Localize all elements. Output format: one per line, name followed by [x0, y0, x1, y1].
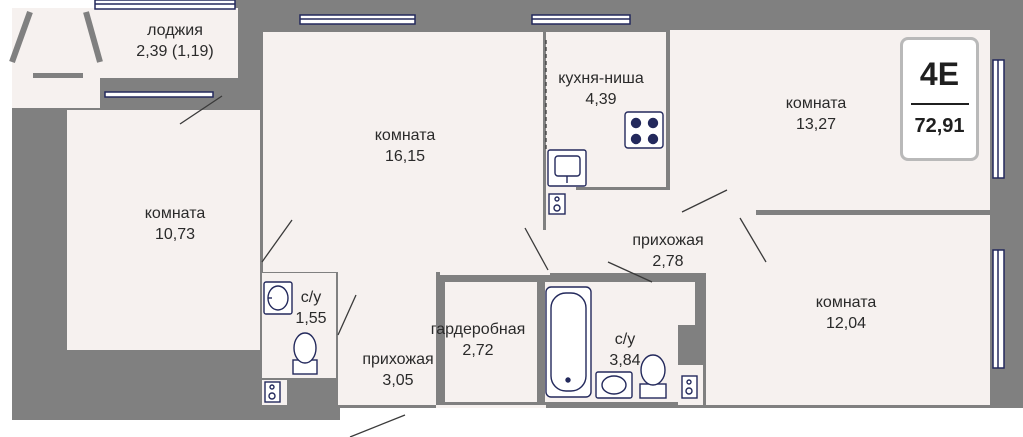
room-label-kitchen: кухня-ниша 4,39 [558, 70, 644, 108]
wardrobe-floor [445, 282, 537, 402]
room-label-room4: комната 12,04 [815, 294, 877, 332]
door [524, 227, 549, 271]
loggia-frame [9, 10, 103, 64]
room-label-room3: комната 13,27 [785, 95, 847, 133]
loggia-floor [100, 8, 238, 78]
stove-icon [624, 111, 664, 149]
room-label-hall2: прихожая 3,05 [362, 351, 434, 389]
room4-floor [706, 215, 990, 405]
riser-icon [681, 375, 698, 399]
windows [94, 0, 1005, 369]
room-label-wardrobe: гардеробная 2,72 [430, 321, 526, 359]
hall2-floor [338, 272, 436, 405]
door [349, 414, 406, 437]
door [681, 189, 728, 213]
room-label-loggia: лоджия 2,39 (1,19) [136, 22, 214, 60]
toilet-icon [639, 383, 667, 399]
room-label-room1: комната 10,73 [144, 205, 206, 243]
fixtures [263, 111, 698, 403]
floors [12, 8, 990, 408]
door [739, 217, 767, 263]
apartment-type: 4E [919, 56, 960, 92]
doors [179, 40, 767, 437]
room-label-hall1: прихожая 2,78 [632, 232, 704, 270]
door [607, 261, 653, 283]
door [261, 219, 293, 263]
door [179, 95, 223, 125]
apartment-total-area: 72,91 [914, 115, 965, 137]
riser-icon [548, 193, 566, 215]
apartment-badge: 4E 72,91 [900, 37, 979, 161]
window [104, 91, 214, 98]
room1-floor [67, 110, 260, 350]
door [337, 294, 357, 336]
room-label-bath2: с/у 3,84 [609, 331, 641, 369]
room-label-bath1: с/у 1,55 [295, 289, 327, 327]
room-label-room2: комната 16,15 [374, 127, 436, 165]
badge-divider [910, 103, 969, 105]
